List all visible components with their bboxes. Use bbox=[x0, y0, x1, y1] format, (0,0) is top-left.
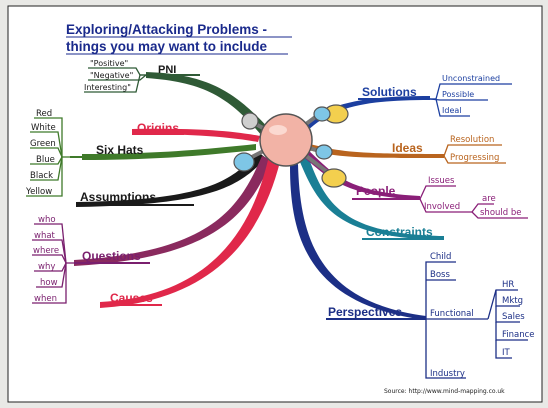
pni-item: "Positive" bbox=[90, 59, 128, 68]
people-issues: Issues bbox=[428, 176, 455, 186]
constraints-label: Constraints bbox=[366, 225, 433, 239]
question-what: what bbox=[34, 231, 56, 241]
perspectives-industry: Industry bbox=[430, 369, 465, 379]
pni-item: "Negative" bbox=[90, 71, 133, 80]
people-connectors bbox=[419, 185, 528, 219]
origins-label: Origins bbox=[137, 121, 179, 135]
assumptions-label: Assumptions bbox=[80, 190, 156, 204]
six-hats-label: Six Hats bbox=[96, 143, 144, 157]
solutions-label: Solutions bbox=[362, 85, 417, 99]
perspectives-label: Perspectives bbox=[328, 305, 402, 319]
source-credit: Source: http://www.mind-mapping.co.uk bbox=[384, 388, 505, 395]
functional-item: IT bbox=[502, 348, 511, 358]
pni-branch bbox=[146, 72, 270, 136]
pni-label: PNI bbox=[158, 64, 176, 76]
solutions-connectors bbox=[429, 83, 512, 117]
perspectives-connectors bbox=[425, 261, 528, 379]
question-how: how bbox=[40, 278, 58, 288]
people-should-be: should be bbox=[480, 208, 522, 218]
center-molecule-icon bbox=[233, 104, 349, 188]
causes-branch bbox=[100, 160, 280, 308]
question-who: who bbox=[38, 215, 56, 225]
ideas-item: Resolution bbox=[450, 135, 494, 145]
people-branch bbox=[302, 150, 420, 200]
six-hats-item-black: Black bbox=[30, 171, 53, 181]
origins-branch bbox=[132, 128, 260, 142]
solutions-item: Unconstrained bbox=[442, 74, 500, 83]
ideas-branch bbox=[308, 144, 444, 158]
perspectives-functional: Functional bbox=[430, 309, 474, 319]
questions-label: Questions bbox=[82, 249, 141, 263]
people-involved: Involved bbox=[424, 202, 460, 212]
assumptions-branch bbox=[76, 152, 266, 207]
people-are: are bbox=[482, 194, 496, 204]
six-hats-connectors bbox=[26, 117, 70, 197]
six-hats-item-yellow: Yellow bbox=[25, 187, 52, 197]
six-hats-item-blue: Blue bbox=[36, 155, 55, 165]
ideas-connectors bbox=[443, 144, 506, 164]
title-line-2: things you may want to include bbox=[66, 39, 268, 54]
functional-item: HR bbox=[502, 280, 514, 290]
solutions-item: Possible bbox=[442, 90, 474, 99]
title-line-1: Exploring/Attacking Problems - bbox=[66, 22, 267, 37]
six-hats-item-green: Green bbox=[30, 139, 56, 149]
solutions-item: Ideal bbox=[442, 106, 461, 115]
six-hats-item-red: Red bbox=[36, 109, 52, 119]
questions-branch bbox=[74, 156, 272, 266]
perspectives-child: Child bbox=[430, 252, 451, 262]
functional-item: Finance bbox=[502, 330, 535, 340]
causes-label: Causes bbox=[110, 291, 153, 305]
perspectives-boss: Boss bbox=[430, 270, 450, 280]
question-why: why bbox=[38, 262, 55, 272]
questions-connectors bbox=[32, 223, 74, 304]
functional-item: Sales bbox=[502, 312, 525, 322]
question-where: where bbox=[33, 246, 59, 256]
six-hats-item-white: White bbox=[31, 123, 56, 133]
pni-connectors bbox=[84, 67, 147, 93]
pni-item: Interesting" bbox=[84, 83, 131, 92]
ideas-item: Progressing bbox=[450, 153, 499, 163]
question-when: when bbox=[34, 294, 57, 304]
people-label: People bbox=[356, 184, 396, 198]
ideas-label: Ideas bbox=[392, 141, 423, 155]
functional-item: Mktg bbox=[502, 296, 523, 306]
